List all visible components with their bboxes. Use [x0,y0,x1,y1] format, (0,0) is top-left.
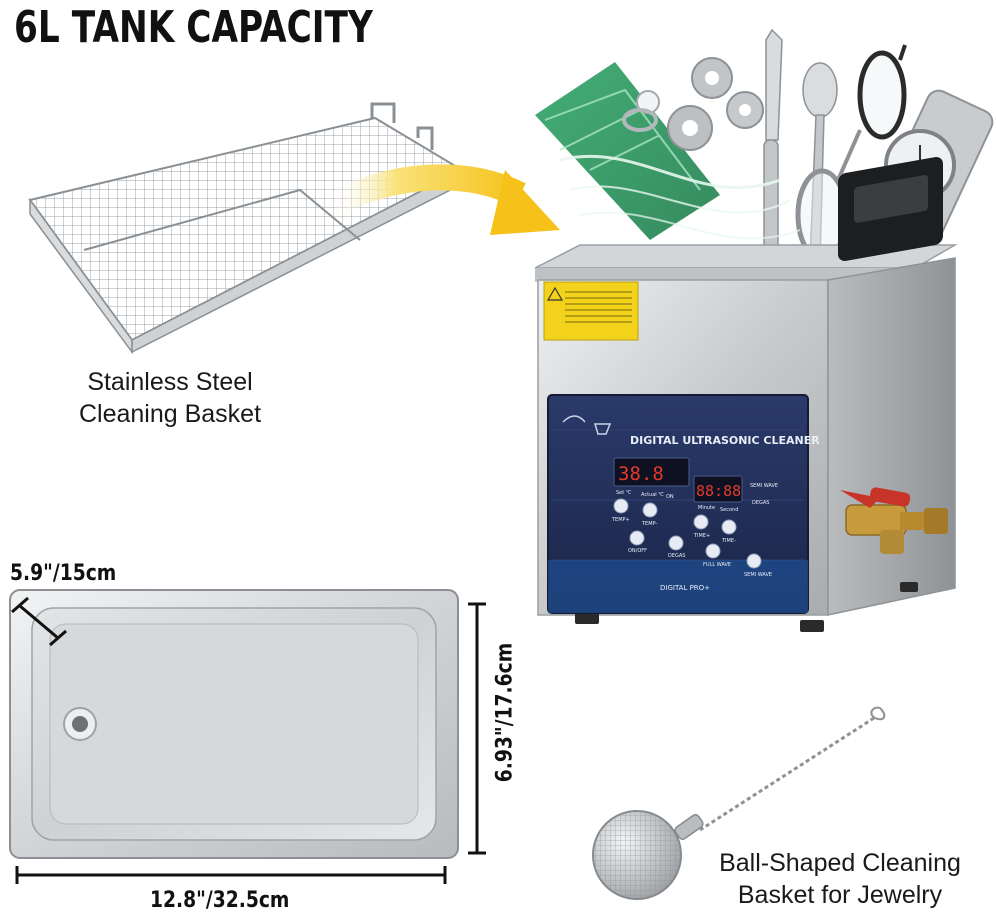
basket-caption-line-2: Cleaning Basket [78,400,262,428]
tank-top-view-image [9,589,459,859]
stainless-basket-image [28,102,465,355]
label-set-c: Set ℃ [616,490,632,496]
time-display: 88:88 [696,482,741,500]
jewelry-caption-line-2: Basket for Jewelry [737,881,943,909]
length-dimension-label: 12.8"/32.5cm [150,888,290,913]
label-full-wave: FULL WAVE [703,562,731,568]
label-time-up: TIME+ [693,533,710,539]
jewelry-caption: Ball-Shaped Cleaning Basket for Jewelry [690,847,990,911]
transfer-arrow [324,164,560,235]
jewelry-ball-basket-image [592,706,886,900]
label-semi-wave-top: SEMI WAVE [750,483,778,489]
basket-caption: Stainless Steel Cleaning Basket [40,366,300,430]
basket-caption-line-1: Stainless Steel [87,368,253,396]
label-on-off: ON/OFF [628,548,647,554]
panel-title: DIGITAL ULTRASONIC CLEANER [630,434,820,447]
dimension-lines [11,596,486,884]
temperature-display: 38.8 [618,463,664,485]
label-temp-up: TEMP+ [611,517,630,523]
control-panel [547,394,809,614]
width-dimension-label: 6.93"/17.6cm [492,642,518,783]
label-on: ON [666,494,674,500]
label-semi-wave: SEMI WAVE [744,572,772,578]
depth-dimension-label: 5.9"/15cm [10,561,117,586]
panel-brand: DIGITAL PRO+ [660,584,710,592]
label-second: Second [720,507,738,513]
label-actual-c: Actual ℃ [641,492,664,498]
label-degas-top: DEGAS [752,500,769,506]
jewelry-caption-line-1: Ball-Shaped Cleaning [719,849,961,877]
label-minute: Minute [698,505,715,511]
label-temp-down: TEMP- [641,521,657,527]
label-degas: DEGAS [668,553,685,559]
label-time-down: TIME- [721,538,736,544]
page-title: 6L TANK CAPACITY [14,2,373,53]
